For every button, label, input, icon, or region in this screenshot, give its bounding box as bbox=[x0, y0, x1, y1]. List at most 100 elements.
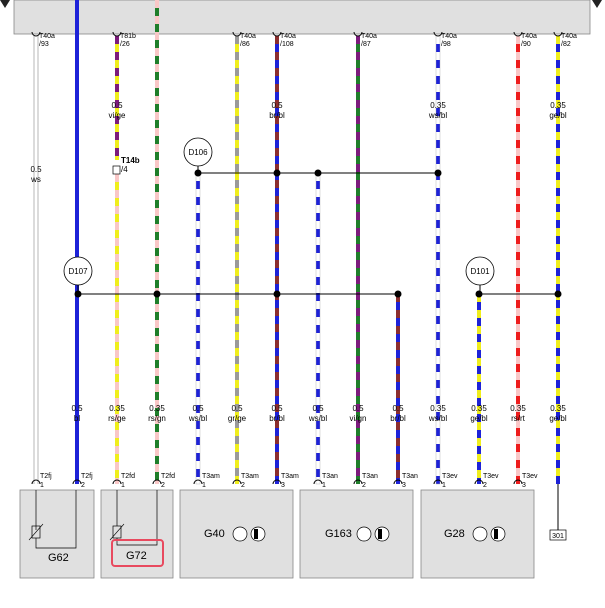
node-d106[interactable]: D106 bbox=[183, 137, 213, 167]
wire-mid-size: 0.5 bbox=[271, 101, 283, 110]
wire-w12[interactable] bbox=[477, 294, 481, 484]
pin-terminal-icon bbox=[393, 479, 403, 485]
wire-top-num: /90 bbox=[521, 41, 531, 48]
wire-bottom-pin: T3ev bbox=[483, 473, 499, 480]
hall-sensor-icon bbox=[356, 526, 372, 542]
wire-bottom-size: 0.35 bbox=[471, 404, 487, 413]
wire-top-num: /87 bbox=[361, 41, 371, 48]
wire-bottom-pin: T2fj bbox=[81, 473, 93, 480]
node-d101[interactable]: D101 bbox=[465, 256, 495, 286]
hall-sensor-icon bbox=[472, 526, 488, 542]
pin-terminal-icon bbox=[513, 31, 523, 37]
wire-bottom-color: gr/ge bbox=[228, 414, 247, 423]
wire-top-pin: T40a bbox=[361, 33, 377, 40]
pin-terminal-icon bbox=[272, 479, 282, 485]
node-d101-label: D101 bbox=[470, 267, 490, 276]
wire-bottom-size: 0.35 bbox=[149, 404, 165, 413]
labels-layer: T40a/930.5wsT2fj10.5blT2fj2T81b/260.5vi/… bbox=[30, 31, 577, 489]
component-g72-label: G72 bbox=[126, 550, 147, 562]
wire-top-pin: T40a bbox=[441, 33, 457, 40]
junction-dot bbox=[434, 169, 442, 177]
component-g28[interactable]: G28 bbox=[420, 489, 535, 579]
wire-bottom-pin: T2fd bbox=[121, 473, 135, 480]
node-d106-label: D106 bbox=[188, 148, 208, 157]
wire-w8[interactable] bbox=[315, 172, 321, 485]
wire-bottom-num: 2 bbox=[81, 482, 85, 489]
wire-bottom-size: 0.5 bbox=[392, 404, 404, 413]
wire-w13[interactable] bbox=[516, 36, 520, 484]
connector-t14b[interactable]: T14b /4 bbox=[112, 156, 140, 175]
wire-w10[interactable] bbox=[396, 294, 400, 484]
pin-terminal-icon bbox=[433, 479, 443, 485]
wire-bottom-size: 0.35 bbox=[510, 404, 526, 413]
wire-top-num: /98 bbox=[441, 41, 451, 48]
wire-bottom-color: rs/ge bbox=[108, 414, 126, 423]
wire-bottom-num: 3 bbox=[402, 482, 406, 489]
wire-mid-size: 0.5 bbox=[111, 101, 123, 110]
wire-bottom-color: rs/gn bbox=[148, 414, 166, 423]
pin-terminal-icon bbox=[31, 479, 41, 485]
header-bar bbox=[13, 0, 591, 35]
wire-bottom-size: 0.5 bbox=[312, 404, 324, 413]
wire-bottom-size: 0.35 bbox=[430, 404, 446, 413]
ground-reference-301[interactable]: 301 bbox=[549, 529, 567, 541]
component-g72[interactable]: G72 bbox=[100, 489, 174, 579]
wire-bottom-num: 3 bbox=[522, 482, 526, 489]
junction-dot bbox=[273, 290, 281, 298]
pin-terminal-icon bbox=[152, 479, 162, 485]
pin-terminal-icon bbox=[433, 31, 443, 37]
bus-layer bbox=[74, 166, 562, 530]
pin-terminal-icon bbox=[313, 479, 323, 485]
wire-bottom-pin: T2fj bbox=[40, 473, 52, 480]
wire-bottom-pin: T3ev bbox=[442, 473, 458, 480]
wire-mid-size: 0.5 bbox=[30, 165, 42, 174]
wire-w9[interactable] bbox=[356, 36, 360, 484]
wire-top-pin: T81b bbox=[120, 33, 136, 40]
wire-w3-lower[interactable] bbox=[115, 174, 119, 484]
wire-bottom-pin: T3am bbox=[202, 473, 220, 480]
wire-bottom-color: bl bbox=[74, 414, 80, 423]
wire-top-pin: T40a bbox=[521, 33, 537, 40]
connector-t14b-name: T14b bbox=[121, 156, 140, 165]
connector-t14b-num: /4 bbox=[121, 165, 128, 174]
wire-bottom-num: 2 bbox=[483, 482, 487, 489]
component-g62[interactable]: G62 bbox=[19, 489, 95, 579]
junction-dot bbox=[394, 290, 402, 298]
component-g163-label: G163 bbox=[325, 528, 352, 540]
wire-mid-size: 0.35 bbox=[430, 101, 446, 110]
wire-top-num: /26 bbox=[120, 41, 130, 48]
wire-bottom-color: ws/bl bbox=[188, 414, 207, 423]
wire-w11[interactable] bbox=[435, 35, 441, 485]
left-arrow-icon[interactable] bbox=[0, 0, 10, 8]
wire-bottom-color: vi/gn bbox=[350, 414, 367, 423]
wire-mid-color: vi/ge bbox=[109, 111, 126, 120]
sensor-thermistor-icon bbox=[112, 525, 122, 539]
wire-bottom-num: 2 bbox=[241, 482, 245, 489]
wire-w6[interactable] bbox=[235, 36, 239, 484]
wire-bottom-color: ws/bl bbox=[308, 414, 327, 423]
wire-bottom-pin: T3am bbox=[281, 473, 299, 480]
wire-bottom-size: 0.5 bbox=[271, 404, 283, 413]
right-arrow-icon[interactable] bbox=[592, 0, 602, 8]
wire-w14[interactable] bbox=[556, 36, 560, 484]
wire-bottom-color: ge/bl bbox=[549, 414, 567, 423]
junction-dot bbox=[554, 290, 562, 298]
pin-terminal-icon bbox=[193, 479, 203, 485]
wire-top-num: /93 bbox=[39, 41, 49, 48]
wire-w5[interactable] bbox=[195, 172, 201, 485]
wire-bottom-num: 1 bbox=[202, 482, 206, 489]
wire-top-pin: T40a bbox=[561, 33, 577, 40]
component-g163[interactable]: G163 bbox=[299, 489, 414, 579]
highlight-box bbox=[111, 539, 164, 567]
junction-dot bbox=[153, 290, 161, 298]
component-g28-label: G28 bbox=[444, 528, 465, 540]
node-d107[interactable]: D107 bbox=[63, 256, 93, 286]
component-g40[interactable]: G40 bbox=[179, 489, 294, 579]
wire-w3-upper[interactable] bbox=[115, 36, 119, 160]
wire-bottom-pin: T2fd bbox=[161, 473, 175, 480]
wire-w4[interactable] bbox=[155, 0, 159, 484]
wire-mid-color: ws bbox=[30, 175, 41, 184]
wire-w2[interactable] bbox=[75, 0, 79, 484]
wires-layer bbox=[33, 0, 560, 485]
pin-terminal-icon bbox=[232, 31, 242, 37]
